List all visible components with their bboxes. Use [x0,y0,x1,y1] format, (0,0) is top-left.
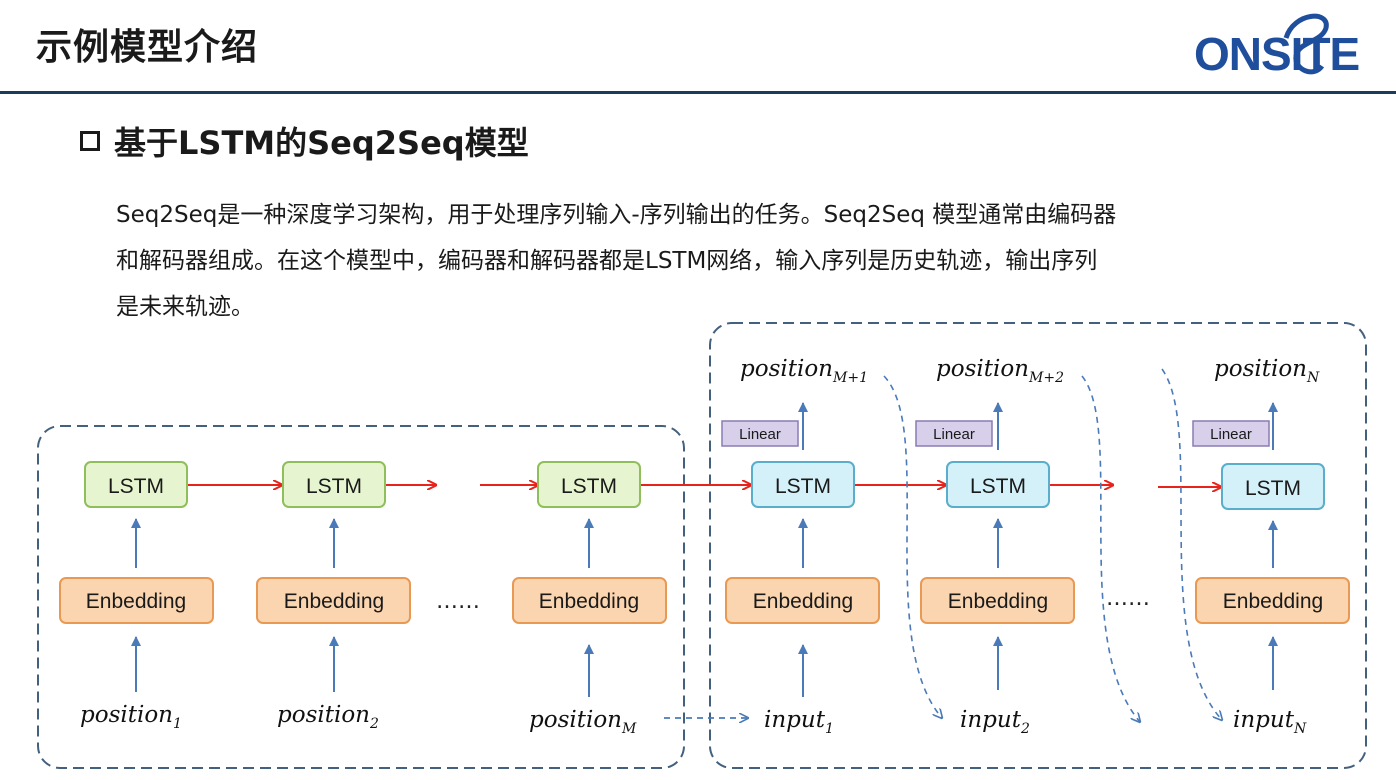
linear-layer [1192,420,1270,447]
encoder-input-label: positionM [529,707,637,737]
embedding-label: Enbedding [753,590,853,613]
feedback-arrow [1161,368,1222,720]
linear-label: Linear [933,426,975,443]
lstm-decoder-cell [1221,463,1325,510]
embedding-cell [1195,577,1350,624]
section-heading: 基于LSTM的Seq2Seq模型 [80,118,529,164]
embedding-label: Enbedding [539,590,639,613]
linear-layer [915,420,993,447]
embedding-label: Enbedding [284,590,384,613]
decoder-input-label: inputN [1233,707,1307,737]
embedding-label: Enbedding [1223,590,1323,613]
embedding-cell [512,577,667,624]
linear-label: Linear [1210,426,1252,443]
embedding-cell [256,577,411,624]
encoder-group [37,425,685,769]
feedback-arrow [1081,375,1140,722]
embedding-cell [725,577,880,624]
decoder-input-label: input2 [960,707,1030,737]
embedding-label: Enbedding [948,590,1048,613]
lstm-label: LSTM [561,475,617,498]
paragraph-line: Seq2Seq是一种深度学习架构，用于处理序列输入-序列输出的任务。Seq2Se… [116,202,1117,228]
embedding-label: Enbedding [86,590,186,613]
lstm-decoder-cell [946,461,1050,508]
linear-layer [721,420,799,447]
paragraph-line: 是未来轨迹。 [116,294,254,320]
lstm-encoder-cell [282,461,386,508]
lstm-decoder-cell [751,461,855,508]
square-bullet-icon [80,131,100,151]
decoder-group [709,322,1367,769]
ellipsis: …… [1106,586,1150,611]
paragraph-line: 和解码器组成。在这个模型中，编码器和解码器都是LSTM网络，输入序列是历史轨迹，… [116,248,1098,274]
lstm-encoder-cell [84,461,188,508]
lstm-label: LSTM [108,475,164,498]
encoder-input-label: position2 [277,702,379,732]
lstm-label: LSTM [970,475,1026,498]
encoder-input-label: position1 [80,702,182,732]
description-paragraph: Seq2Seq是一种深度学习架构，用于处理序列输入-序列输出的任务。Seq2Se… [116,192,1276,330]
lstm-label: LSTM [1245,477,1301,500]
decoder-output-label: positionM+2 [936,356,1064,386]
header-divider [0,91,1396,94]
lstm-label: LSTM [775,475,831,498]
slide-header: 示例模型介绍 ONSITE [0,0,1396,94]
logo-text: ONSITE [1194,28,1359,80]
ellipsis: …… [436,589,480,614]
decoder-input-label: input1 [764,707,834,737]
onsite-logo: ONSITE [1194,13,1360,80]
embedding-cell [59,577,214,624]
linear-label: Linear [739,426,781,443]
feedback-arrow [883,375,942,718]
decoder-output-label: positionM+1 [740,356,868,386]
lstm-label: LSTM [306,475,362,498]
embedding-cell [920,577,1075,624]
decoder-output-label: positionN [1214,356,1320,386]
section-heading-text: 基于LSTM的Seq2Seq模型 [114,124,529,162]
lstm-encoder-cell [537,461,641,508]
page-title: 示例模型介绍 [36,27,259,68]
